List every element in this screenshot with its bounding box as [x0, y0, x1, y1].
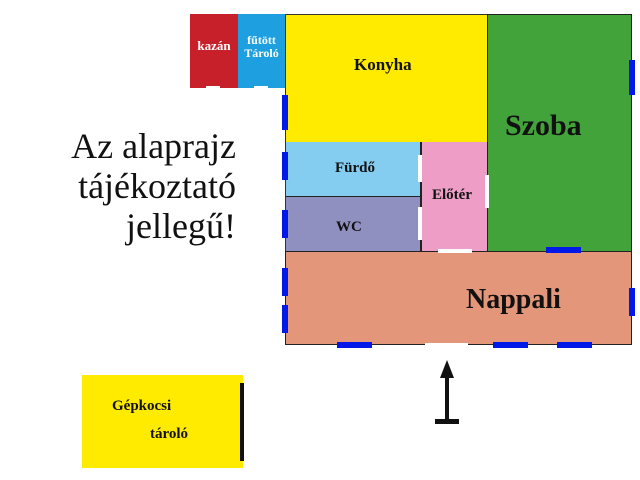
room-szoba-label: Szoba	[505, 109, 582, 142]
window	[493, 342, 528, 348]
room-futott-tarolo-label-2: Tároló	[244, 46, 279, 60]
disclaimer-line-2: tájékoztató	[78, 166, 236, 206]
room-furdo-label: Fürdő	[335, 160, 376, 176]
door-kazan	[206, 86, 220, 89]
door-entrance	[425, 343, 468, 347]
room-futott-tarolo: fűtött Tároló	[238, 14, 285, 88]
window	[629, 60, 635, 95]
door-wc	[418, 207, 422, 240]
room-szoba: Szoba	[487, 14, 632, 251]
window	[282, 305, 288, 333]
room-nappali-label: Nappali	[466, 284, 561, 315]
window	[557, 342, 592, 348]
room-nappali: Nappali	[285, 251, 632, 345]
door-szoba	[485, 175, 489, 208]
window	[282, 210, 288, 238]
window	[629, 288, 635, 316]
room-eloter-label: Előtér	[432, 187, 472, 203]
window	[337, 342, 372, 348]
room-wc: WC	[285, 197, 420, 251]
window	[282, 95, 288, 130]
up-arrow-icon	[432, 360, 462, 426]
room-garage: Gépkocsi tároló	[82, 375, 243, 468]
door-furdo	[418, 155, 422, 182]
room-futott-tarolo-label-1: fűtött	[247, 33, 276, 47]
room-garage-label-2: tároló	[150, 426, 189, 442]
room-konyha: Konyha	[285, 14, 487, 142]
window	[282, 268, 288, 296]
garage-door	[240, 383, 244, 461]
disclaimer-line-3: jellegű!	[126, 206, 236, 246]
room-kazan: kazán	[190, 14, 238, 88]
room-wc-label: WC	[336, 219, 362, 235]
room-konyha-label: Konyha	[354, 55, 412, 74]
door-futott-tarolo	[254, 86, 268, 89]
disclaimer-text: Az alaprajz tájékoztató jellegű!	[40, 126, 236, 246]
window	[546, 247, 581, 253]
disclaimer-line-1: Az alaprajz	[71, 126, 236, 166]
window	[282, 152, 288, 180]
room-garage-label-1: Gépkocsi	[112, 398, 172, 414]
room-furdo: Fürdő	[285, 142, 420, 197]
room-eloter: Előtér	[420, 142, 487, 251]
room-kazan-label: kazán	[197, 38, 231, 53]
door-nappali	[438, 249, 472, 253]
